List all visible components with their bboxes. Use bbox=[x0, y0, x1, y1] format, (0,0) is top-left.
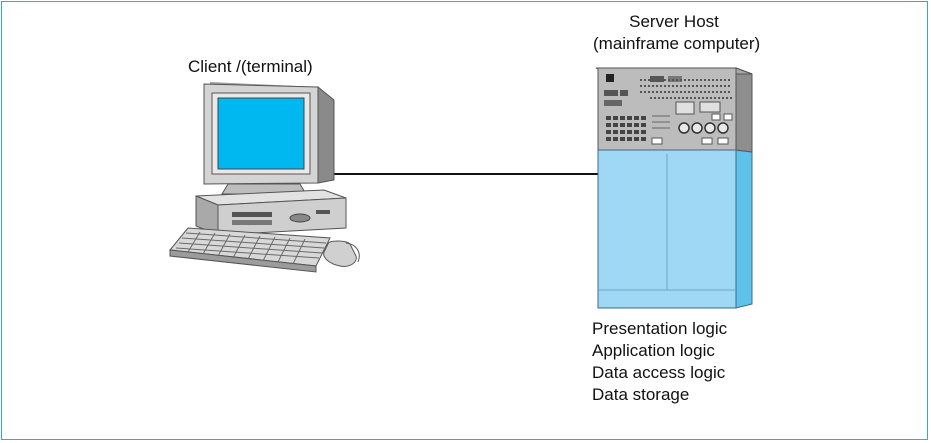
keyboard-icon bbox=[169, 227, 331, 273]
client-label: Client /(terminal) bbox=[188, 57, 313, 76]
server-title-line2: (mainframe computer) bbox=[593, 34, 761, 53]
mainframe-icon bbox=[595, 67, 753, 309]
layer-presentation: Presentation logic bbox=[592, 319, 728, 338]
layer-application: Application logic bbox=[592, 341, 715, 360]
monitor-icon bbox=[203, 82, 335, 195]
server-title-line1: Server Host bbox=[629, 12, 719, 31]
mouse-icon bbox=[323, 240, 360, 267]
server-logic-layers: Presentation logic Application logic Dat… bbox=[592, 318, 727, 406]
server-title: Server Host (mainframe computer) bbox=[593, 11, 761, 55]
system-unit-icon bbox=[195, 189, 347, 236]
layer-data-storage: Data storage bbox=[592, 385, 690, 404]
monitor-screen bbox=[217, 97, 305, 170]
layer-data-access: Data access logic bbox=[592, 363, 726, 382]
client-computer-icon bbox=[169, 82, 360, 273]
